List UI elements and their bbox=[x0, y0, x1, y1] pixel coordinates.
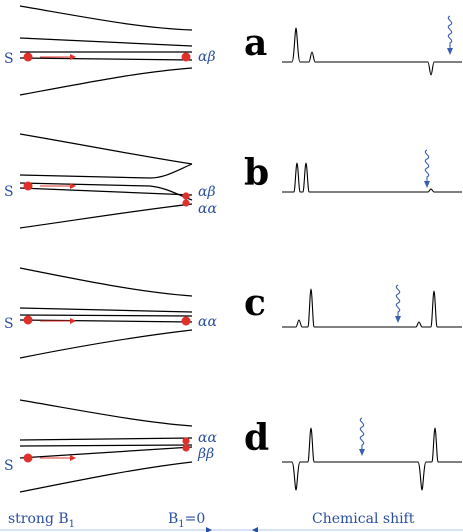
chemical-shift-label: Chemical shift bbox=[312, 511, 415, 527]
end-dot bbox=[182, 444, 190, 452]
panel-letter: d bbox=[244, 417, 269, 459]
panel-letter: a bbox=[244, 22, 267, 64]
level-curve bbox=[19, 67, 193, 96]
panel-letter: b bbox=[244, 152, 269, 194]
level-label: αα bbox=[198, 314, 217, 330]
panel-letter: c bbox=[244, 282, 266, 324]
spectrum-trace bbox=[282, 27, 462, 76]
start-dot bbox=[23, 315, 33, 325]
sweep-arrow bbox=[40, 455, 76, 461]
level-curve bbox=[19, 133, 193, 165]
spectrum-trace bbox=[282, 427, 462, 491]
panel-b: S αβ αα b bbox=[4, 133, 462, 229]
end-dot bbox=[182, 437, 190, 445]
arrow-head-icon bbox=[252, 527, 258, 532]
level-curve bbox=[19, 437, 193, 441]
level-curve bbox=[19, 187, 193, 196]
wavy-arrow-head bbox=[447, 48, 453, 55]
level-curve bbox=[19, 57, 193, 61]
level-curve bbox=[19, 399, 193, 427]
level-curve bbox=[19, 163, 193, 179]
state-label: S bbox=[4, 51, 14, 67]
level-label: αβ bbox=[198, 184, 216, 200]
arrow-head-icon bbox=[206, 527, 212, 532]
wavy-arrow-icon bbox=[447, 15, 453, 50]
level-curve bbox=[19, 319, 193, 323]
wavy-arrow-icon bbox=[395, 284, 401, 318]
bottom-axis-labels: strong B1 B1=0 Chemical shift bbox=[0, 511, 463, 532]
state-label: S bbox=[4, 184, 14, 200]
end-dot bbox=[182, 199, 190, 207]
state-label: S bbox=[4, 316, 14, 332]
start-dot bbox=[23, 52, 33, 62]
sweep-arrow bbox=[40, 318, 76, 324]
end-dot bbox=[181, 316, 191, 326]
level-curve bbox=[19, 37, 193, 47]
energy-level-diagram-b bbox=[19, 133, 193, 229]
strong-b1-label: strong B1 bbox=[8, 511, 75, 530]
sweep-arrow bbox=[40, 183, 76, 189]
wavy-arrow-head bbox=[359, 449, 365, 456]
panel-c: S αα c bbox=[4, 267, 462, 359]
level-curve bbox=[19, 307, 193, 313]
level-curve bbox=[19, 267, 193, 297]
wavy-arrow-icon bbox=[359, 417, 365, 451]
level-curve bbox=[19, 314, 193, 317]
energy-level-diagram-d bbox=[19, 399, 193, 493]
level-curve bbox=[19, 5, 193, 31]
level-label: ββ bbox=[197, 446, 214, 462]
level-curve bbox=[19, 444, 193, 447]
level-curve bbox=[19, 461, 193, 493]
b1-zero-label: B1=0 bbox=[168, 511, 205, 530]
panel-d: S αα ββ d bbox=[4, 399, 462, 493]
level-label: αα bbox=[198, 201, 217, 217]
level-label: αβ bbox=[198, 49, 216, 65]
level-curve bbox=[19, 329, 193, 359]
level-curve bbox=[19, 446, 193, 459]
spectrum-trace bbox=[282, 288, 462, 328]
spectrum-trace bbox=[282, 162, 462, 193]
start-dot bbox=[23, 453, 33, 463]
end-dot bbox=[181, 52, 191, 62]
wavy-arrow-icon bbox=[424, 149, 430, 183]
wavy-arrow-head bbox=[424, 181, 430, 188]
end-dot bbox=[182, 192, 190, 200]
panel-a: S αβ a bbox=[4, 5, 462, 96]
energy-level-diagram-c bbox=[19, 267, 193, 359]
level-label: αα bbox=[198, 430, 217, 446]
start-dot bbox=[23, 181, 33, 191]
sweep-arrow bbox=[40, 54, 76, 60]
level-curve bbox=[19, 203, 193, 229]
energy-level-diagram-a bbox=[19, 5, 193, 96]
wavy-arrow-head bbox=[395, 316, 401, 323]
state-label: S bbox=[4, 458, 14, 474]
